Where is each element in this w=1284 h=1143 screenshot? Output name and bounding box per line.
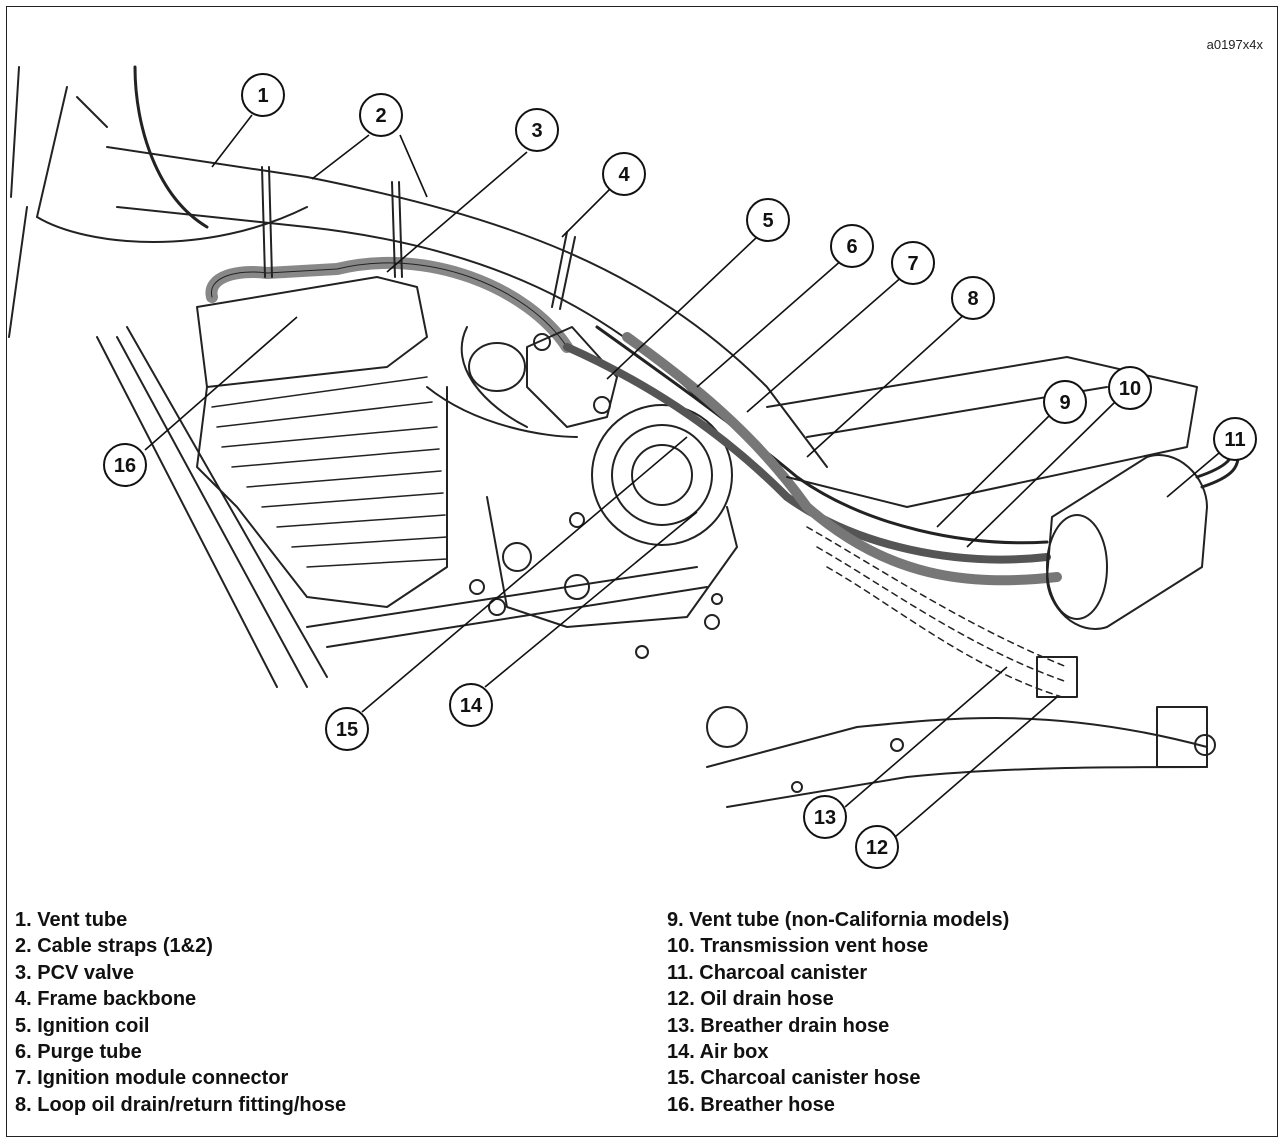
ignition-coil-body: [526, 326, 618, 428]
cylinder-fins: [211, 376, 448, 568]
crankcase-bolt-c: [488, 598, 506, 616]
crankcase-bolt-e: [469, 579, 485, 595]
legend-item: 14. Air box: [667, 1041, 769, 1064]
callout-12: 12: [855, 825, 899, 869]
callout-3: 3: [515, 108, 559, 152]
cylinder-body: [196, 386, 448, 608]
svg-text:14: 14: [460, 695, 483, 717]
svg-text:5: 5: [762, 210, 773, 232]
legend-item: 12. Oil drain hose: [667, 988, 834, 1011]
legend-item: 8. Loop oil drain/return fitting/hose: [15, 1093, 347, 1116]
charcoal-canister-end: [1046, 514, 1108, 620]
svg-text:6: 6: [846, 236, 857, 258]
legend-item: 1. Vent tube: [15, 909, 128, 931]
callout-2: 2: [359, 93, 403, 137]
transmission-vent-hose: [595, 325, 1049, 545]
frame-bolt-b: [791, 781, 803, 793]
callout-markers: 1 2 3 4 5 6 7 8 9 10 11 12 13 14 15 16: [103, 73, 1257, 869]
callout-15: 15: [325, 707, 369, 751]
callout-11: 11: [1213, 417, 1257, 461]
legend-item: 13. Breather drain hose: [667, 1014, 890, 1037]
swingarm-lower: [726, 766, 1208, 808]
cable-straps: [261, 166, 576, 310]
svg-text:4: 4: [618, 164, 630, 186]
callout-4: 4: [602, 152, 646, 196]
down-tube-lines: [96, 326, 328, 688]
legend-item: 16. Breather hose: [667, 1093, 835, 1116]
legend-item: 11. Charcoal canister: [667, 961, 868, 984]
left-frame-lines: [8, 66, 108, 338]
air-box-outer: [591, 404, 733, 546]
legend-item: 3. PCV valve: [15, 961, 134, 984]
svg-text:3: 3: [531, 120, 542, 142]
frame-backbone-outline: [106, 146, 828, 468]
diagram-frame: a0197x4x: [6, 6, 1278, 1137]
purge-tube-bundle: [563, 343, 1051, 564]
svg-text:15: 15: [336, 719, 358, 741]
cylinder-head: [196, 276, 428, 388]
legend-item: 2. Cable straps (1&2): [15, 935, 213, 958]
svg-text:2: 2: [375, 105, 386, 127]
charcoal-canister-body: [1046, 454, 1208, 630]
crankcase-bolt-f: [704, 614, 720, 630]
swingarm-upper: [706, 717, 1208, 768]
vent-tube-line: [133, 65, 209, 229]
svg-text:8: 8: [967, 288, 978, 310]
svg-text:11: 11: [1224, 429, 1245, 451]
legend-column-left: 1. Vent tube 2. Cable straps (1&2) 3. PC…: [15, 907, 346, 1118]
callout-9: 9: [1043, 380, 1087, 424]
legend-item: 7. Ignition module connector: [15, 1067, 289, 1090]
charcoal-canister-hose: [622, 332, 1062, 586]
pcv-lines: [426, 326, 578, 438]
callout-13: 13: [803, 795, 847, 839]
legend-item: 9. Vent tube (non-California models): [667, 909, 1010, 931]
air-box-center: [631, 444, 693, 506]
pcv-fitting: [468, 342, 526, 392]
oil-tank-outline: [766, 356, 1198, 508]
legend-column-right: 9. Vent tube (non-California models) 10.…: [667, 907, 1009, 1118]
svg-text:12: 12: [866, 837, 888, 859]
svg-text:16: 16: [114, 455, 136, 477]
svg-text:1: 1: [257, 85, 268, 107]
callout-5: 5: [746, 198, 790, 242]
footpeg: [1156, 706, 1208, 768]
callout-leaders: [144, 114, 1220, 838]
engine-routing-illustration: 1 2 3 4 5 6 7 8 9 10 11 12 13 14 15 16: [8, 65, 1257, 869]
drain-hoses-hidden: [806, 526, 1068, 698]
legend-item: 6. Purge tube: [15, 1041, 142, 1064]
pivot-bolt: [706, 706, 748, 748]
figure-reference-id: a0197x4x: [1206, 37, 1263, 52]
callout-10: 10: [1108, 366, 1152, 410]
callout-6: 6: [830, 224, 874, 268]
ignition-coil-bolt: [593, 396, 611, 414]
callout-1: 1: [241, 73, 285, 117]
ignition-coil-bolt-2: [533, 333, 551, 351]
breather-hose-edge: [211, 262, 568, 348]
frame-bolt-a: [890, 738, 904, 752]
legend-item: 10. Transmission vent hose: [667, 935, 929, 958]
callout-8: 8: [951, 276, 995, 320]
crankcase-bolt-a: [502, 542, 532, 572]
lower-frame-rails: [306, 566, 708, 648]
drain-fitting-block: [1036, 656, 1078, 698]
svg-text:9: 9: [1059, 392, 1070, 414]
callout-16: 16: [103, 443, 147, 487]
svg-text:7: 7: [907, 253, 918, 275]
crankcase-outline: [486, 496, 738, 628]
legend-item: 15. Charcoal canister hose: [667, 1067, 921, 1090]
crankcase-bolt-h: [711, 593, 723, 605]
callout-14: 14: [449, 683, 493, 727]
crankcase-bolt-d: [569, 512, 585, 528]
footpeg-end: [1194, 734, 1216, 756]
legend-item: 4. Frame backbone: [15, 988, 197, 1011]
svg-text:13: 13: [814, 807, 836, 829]
callout-7: 7: [891, 241, 935, 285]
legend-item: 5. Ignition coil: [15, 1014, 150, 1037]
air-box-inner: [611, 424, 713, 526]
svg-text:10: 10: [1119, 378, 1141, 400]
crankcase-bolt-g: [635, 645, 649, 659]
